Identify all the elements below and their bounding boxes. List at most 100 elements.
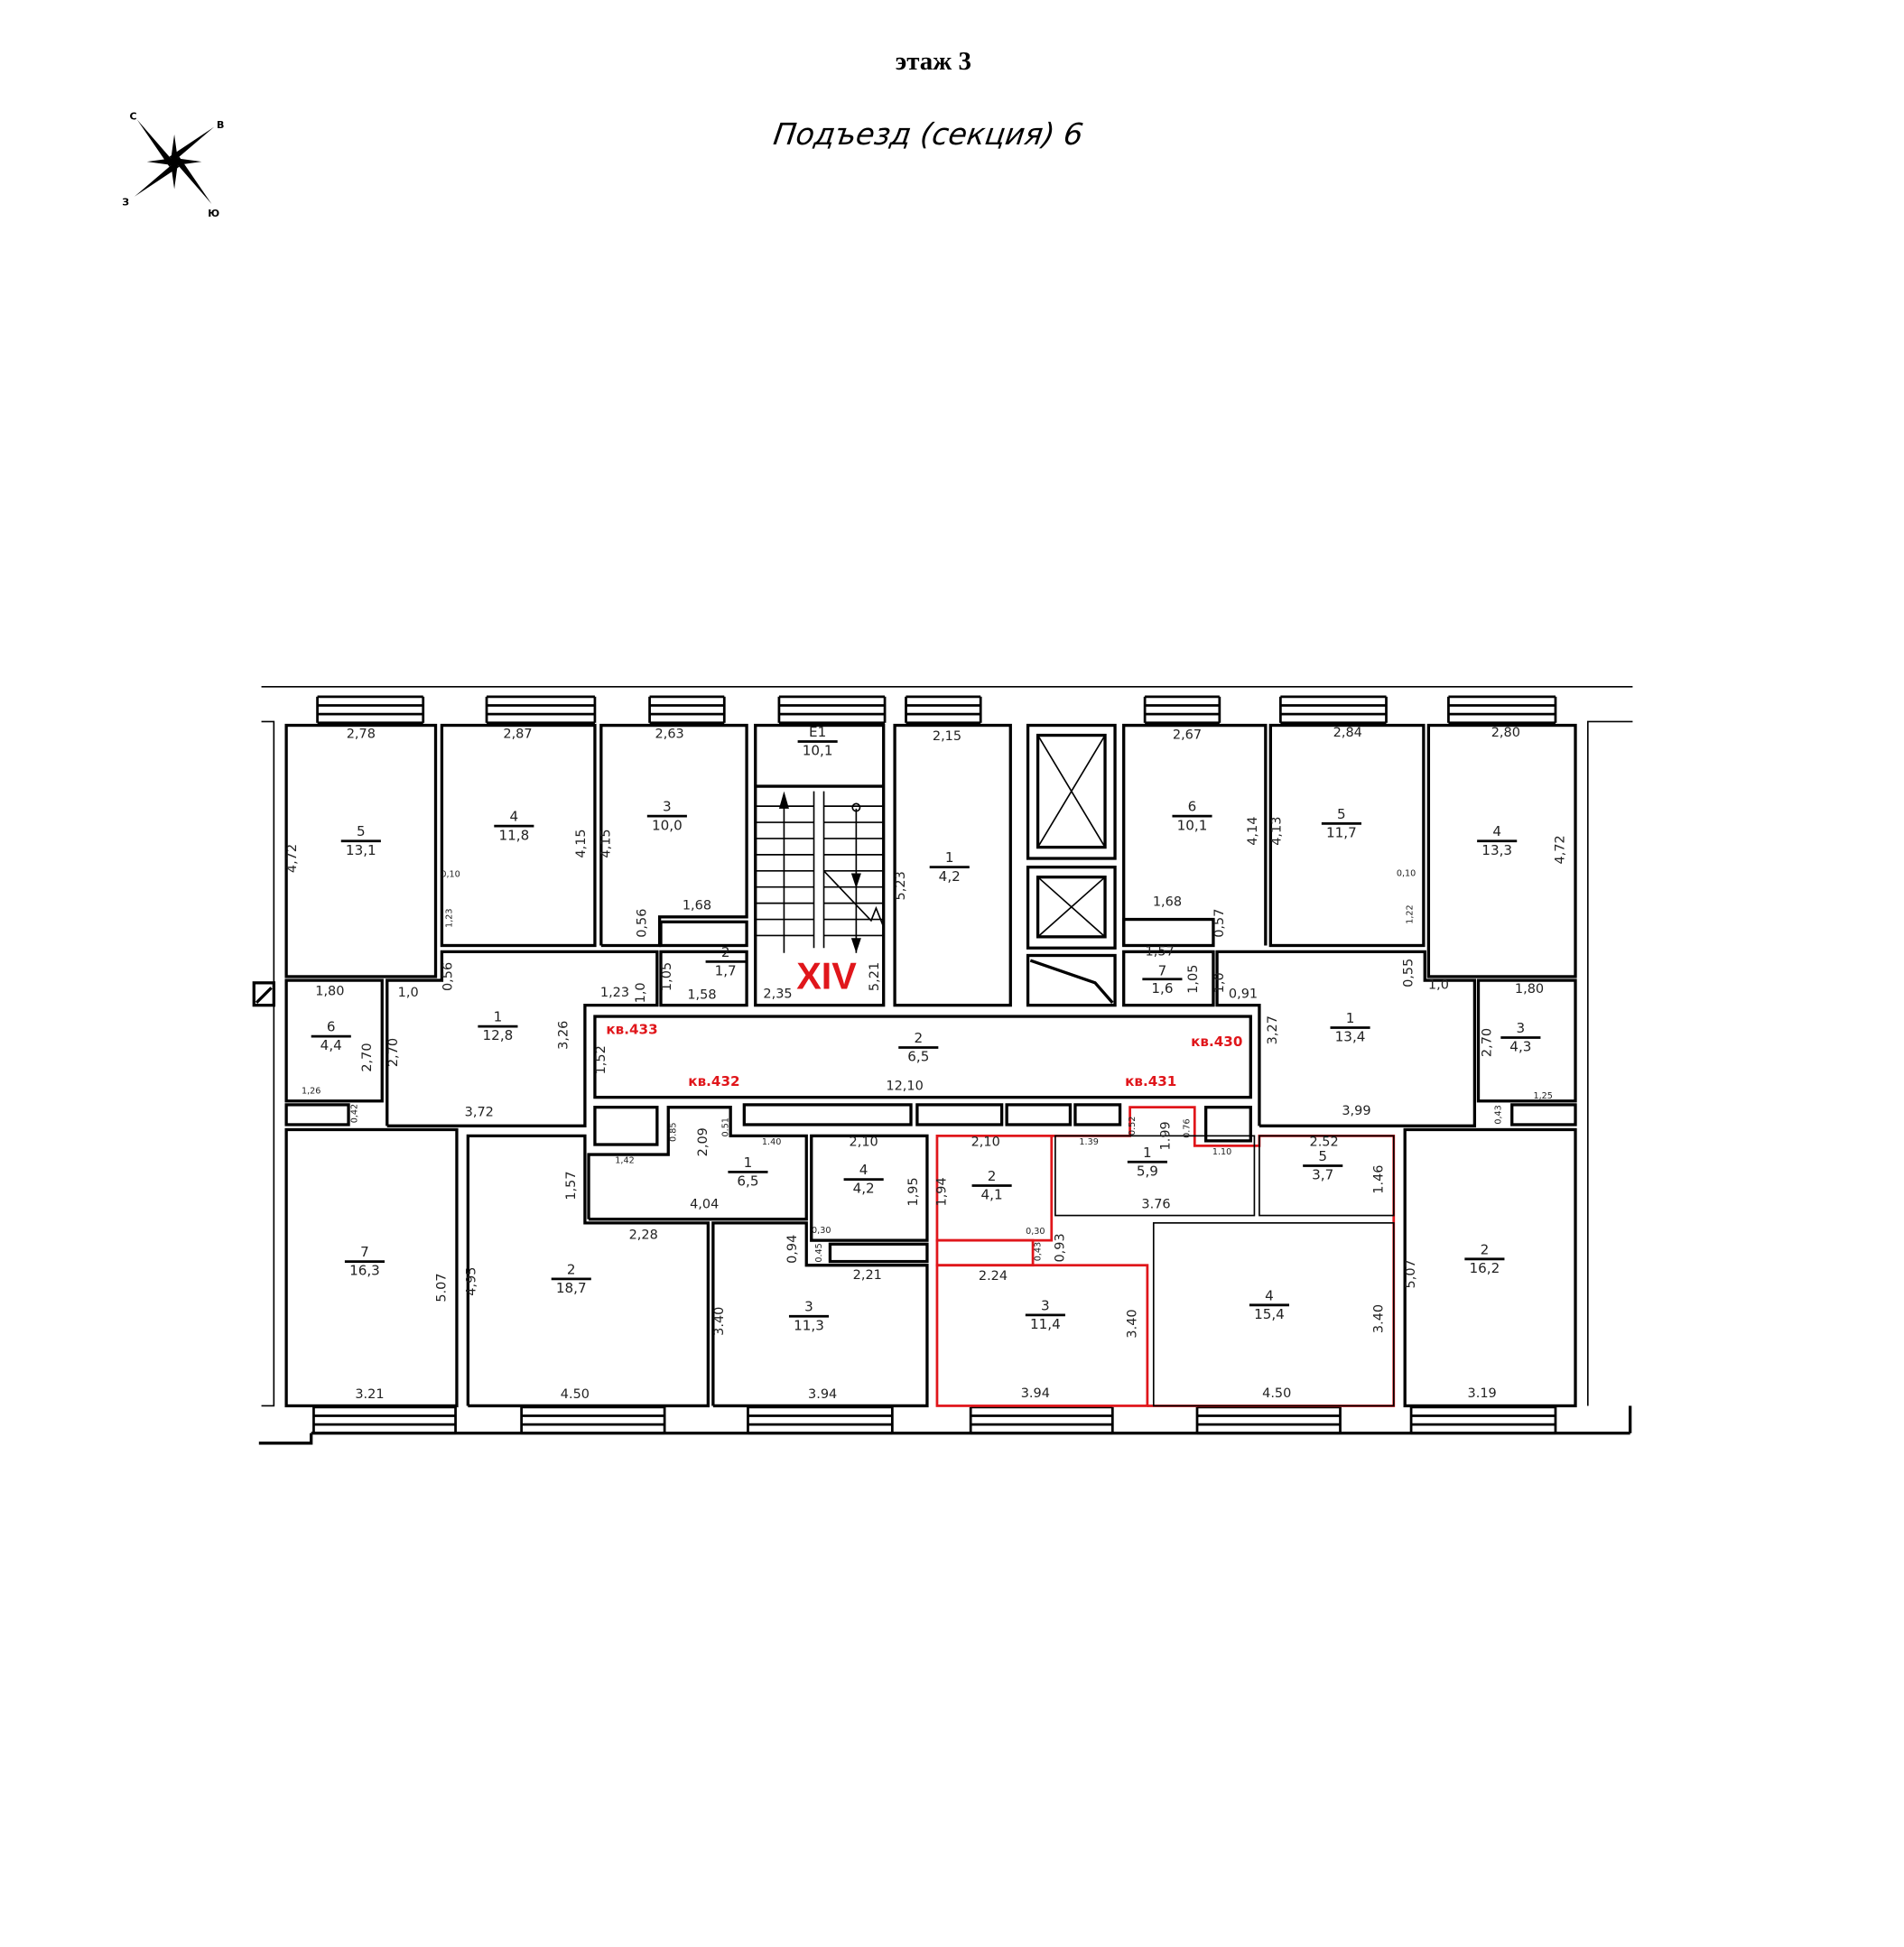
dimension-label: 4,15 [599,829,613,858]
dimension-label: 1,23 [444,908,454,927]
section-title: Подъезд (секция) 6 [771,116,1085,152]
dimension-label: 1,80 [315,985,344,999]
room[interactable]: 21,71,051,58 [660,944,746,1003]
dimension-label: 5.07 [435,1273,450,1302]
apartment-label-432[interactable]: кв.432 [688,1073,739,1089]
dimension-label: 4.50 [1262,1386,1291,1401]
room-number: 4 [1265,1287,1274,1303]
dimension-label: 2.24 [979,1269,1008,1284]
window [1195,1405,1342,1435]
room[interactable]: 24,12,101,940,300,43 [935,1135,1045,1261]
room-area: 4,2 [939,868,961,885]
dimension-label: 1,0 [1212,972,1227,993]
apartment-431-outline [935,1106,1396,1407]
room[interactable]: 53,72.521.46 [1303,1135,1386,1194]
room-area: 16,2 [1470,1260,1500,1276]
room[interactable]: 34,31,802,701,250,43 [1480,982,1553,1125]
dimension-label: 3.94 [808,1387,837,1402]
room-area: 4,2 [853,1181,875,1197]
room[interactable]: 218,74,954.501,57 [465,1171,591,1402]
dimension-label: 0,55 [1401,959,1416,987]
dimension-label: 5,07 [1404,1259,1418,1288]
room-number: 1 [1143,1145,1152,1161]
apartment-label-433[interactable]: кв.433 [606,1021,657,1037]
room[interactable]: 513,12,784,72 [285,727,381,873]
room-number: 5 [357,823,366,839]
room-number: 2 [988,1168,997,1184]
room[interactable]: 310,02,634,151,680,56 [599,727,711,937]
room[interactable]: 2 16,2 5,07 3.19 [1404,1241,1505,1401]
room[interactable]: 411,82,874,150,101,23 [441,727,589,928]
room-number: 1 [945,849,954,866]
room[interactable]: 14,22,155,23 [894,729,970,900]
room-number: Е1 [809,724,826,740]
window [485,695,597,725]
room-area: 1,6 [1151,980,1173,997]
room[interactable]: 413,32,804,72 [1477,726,1568,865]
window [747,1405,894,1435]
room[interactable]: 64,41,802,701,260,42 [302,985,375,1124]
dimension-label: 1.99 [1159,1121,1174,1150]
room[interactable]: 511,72,844,130,101,22 [1269,726,1416,924]
apartment-label-431[interactable]: кв.431 [1125,1073,1176,1089]
dimension-label: 1,05 [1186,965,1201,994]
room[interactable]: 716,33.215.07 [344,1244,450,1402]
room-area: 11,8 [498,827,529,843]
room-area: 13,4 [1335,1029,1366,1045]
room-number: 4 [510,809,519,825]
dimension-label: 0,10 [1397,868,1416,878]
windows [312,695,1557,1435]
dimension-label: 2,15 [933,729,961,744]
dimension-label: 0,42 [350,1104,360,1123]
room-area: 4,4 [320,1037,342,1053]
dimension-label: 3,26 [557,1021,571,1050]
room[interactable]: 311,33.403.940,942,21 [712,1235,882,1403]
dimension-label: 3.19 [1468,1386,1497,1401]
dimension-label: 1.10 [1212,1147,1231,1157]
staircase [755,791,885,953]
room-number: 3 [663,799,672,815]
facade [252,685,1633,1445]
dimension-label: 2,80 [1491,726,1520,740]
dimension-label: 1,26 [302,1087,320,1097]
floor-title: этаж 3 [896,47,971,76]
room-area: 11,7 [1326,825,1357,841]
room-number: 2 [567,1261,576,1277]
dimension-label: 4,72 [1554,835,1568,864]
room-area: 16,3 [349,1263,380,1279]
dimension-label: 2.52 [1309,1135,1338,1149]
room-number: 2 [1481,1241,1490,1257]
room[interactable]: 610,12,674,141,680,57 [1153,728,1260,938]
room-area: 10,0 [652,817,683,833]
dimension-label: 0.45 [814,1243,824,1262]
window [316,695,425,725]
room-number: 2 [721,944,730,960]
room-area: 4,1 [981,1187,1003,1203]
room-number: 3 [1517,1020,1526,1036]
dimension-label: 1,52 [594,1045,608,1074]
dimension-label: 1,0 [1428,978,1449,993]
room[interactable]: 26,512,101,52 [594,1030,939,1093]
room-area: 10,1 [1177,817,1208,833]
dimension-label: 0.51 [720,1117,730,1136]
apartment-label-430[interactable]: кв.430 [1191,1034,1242,1050]
room-area: 11,4 [1030,1316,1061,1332]
dimension-label: 2,84 [1333,726,1362,740]
dimension-label: 4,13 [1269,817,1284,846]
dimension-label: 2,70 [386,1038,401,1067]
compass-west: З [122,196,129,208]
room[interactable]: 44,22,101,950,300.45 [812,1135,921,1262]
compass-rose-icon: С В Ю З [122,110,224,219]
room-number: 1 [744,1154,753,1171]
window [777,695,887,725]
room[interactable]: 311,42.240,933.403.94 [979,1233,1140,1401]
dimension-label: 0,93 [1054,1233,1068,1262]
window [1278,695,1388,725]
